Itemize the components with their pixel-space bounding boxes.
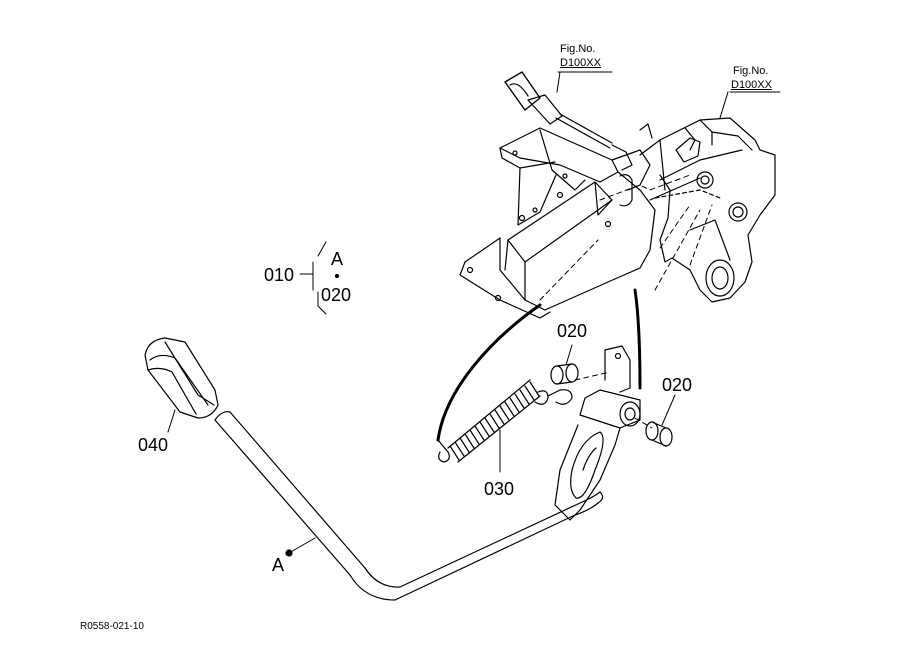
callout-010: 010 bbox=[264, 265, 295, 285]
fig-ref-1-code: D100XX bbox=[560, 57, 601, 69]
callout-a-dot bbox=[285, 549, 293, 557]
lever-rod bbox=[214, 411, 604, 601]
drawing-code: R0558-021-10 bbox=[80, 621, 144, 632]
callout-leaders bbox=[167, 71, 781, 554]
pedal-bracket bbox=[459, 117, 776, 319]
fig-ref-2-title: Fig.No. bbox=[733, 65, 769, 77]
callout-a-lever: A bbox=[272, 555, 285, 575]
callout-030: 030 bbox=[484, 479, 515, 499]
bushing-right-020 bbox=[645, 421, 673, 447]
grip-040 bbox=[144, 337, 219, 419]
fig-ref-1-title: Fig.No. bbox=[560, 43, 596, 55]
callout-020-upper: 020 bbox=[557, 321, 588, 341]
callout-a-group: A bbox=[331, 249, 344, 269]
guide-lines bbox=[539, 174, 713, 429]
spring-030 bbox=[436, 303, 573, 463]
fig-ref-2-code: D100XX bbox=[731, 79, 772, 91]
callout-020-group: 020 bbox=[321, 285, 352, 305]
cable-rod bbox=[504, 71, 633, 171]
bushing-upper-020 bbox=[550, 363, 579, 385]
callout-a-center-dot bbox=[334, 273, 340, 279]
callout-020-right: 020 bbox=[662, 375, 693, 395]
callout-040: 040 bbox=[138, 435, 169, 455]
